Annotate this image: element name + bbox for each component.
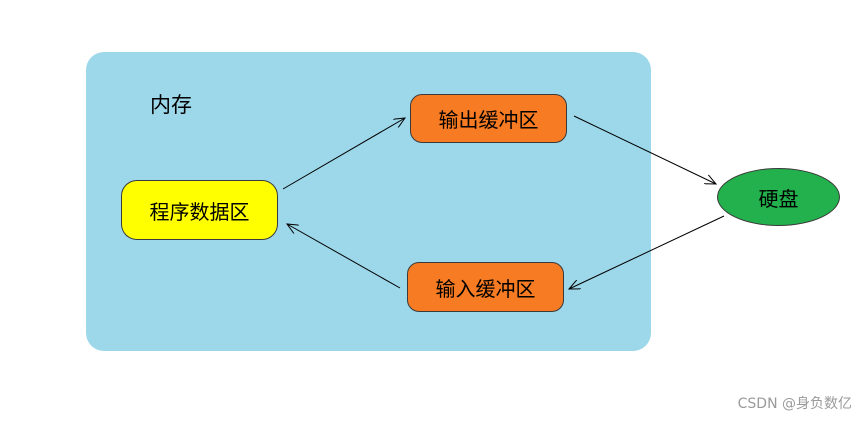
- arrow-program-to-output: [282, 118, 405, 190]
- program-data-area-node: 程序数据区: [121, 180, 278, 240]
- arrow-input-to-program: [287, 224, 401, 289]
- arrow-disk-to-input: [569, 215, 725, 289]
- output-buffer-node: 输出缓冲区: [410, 94, 567, 143]
- input-buffer-node: 输入缓冲区: [407, 262, 564, 312]
- arrow-output-to-disk: [573, 115, 716, 184]
- watermark: CSDN @身负数亿: [737, 396, 852, 412]
- disk-node: 硬盘: [717, 168, 840, 226]
- memory-label: 内存: [150, 93, 192, 117]
